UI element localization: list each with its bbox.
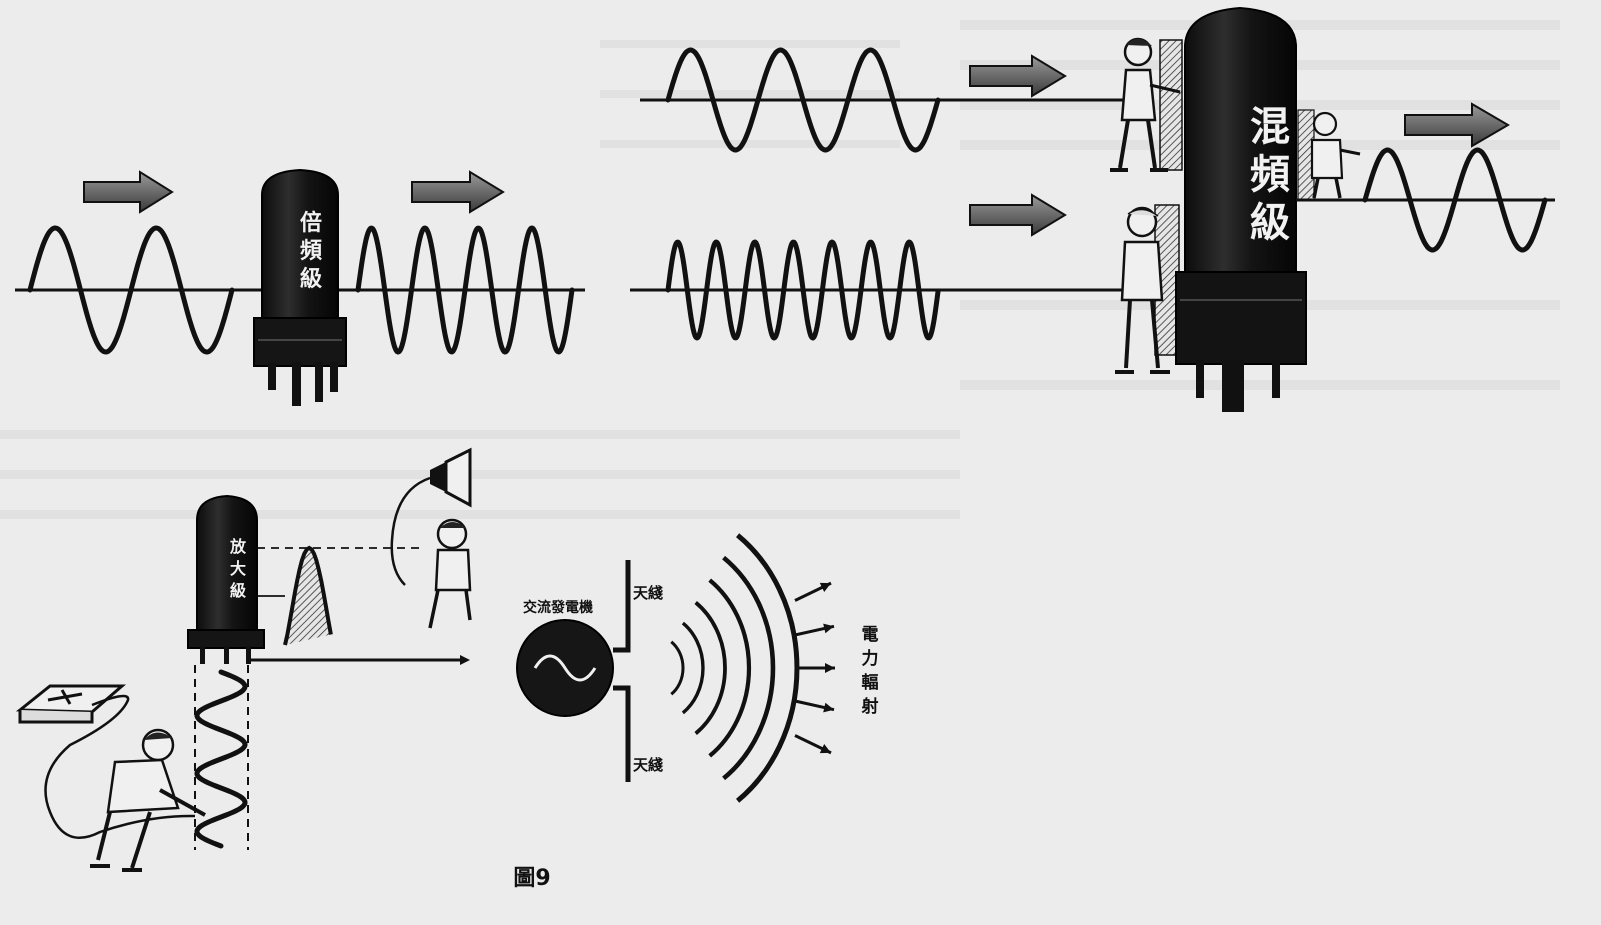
radiation-arrowhead <box>823 623 834 634</box>
transmitter-operator <box>90 728 206 872</box>
mixer-tube-label-2: 頻 <box>1250 151 1290 198</box>
bleed-through-background <box>0 20 1560 519</box>
amplifier-output-wave <box>250 545 470 665</box>
mixer-output-worker <box>1297 109 1361 201</box>
doubler-output-wave <box>355 225 575 355</box>
mixer-lower-input-wave <box>665 239 941 341</box>
ac-generator-label: 交流發電機 <box>523 599 593 616</box>
mixer-tube: 混 頻 級 <box>1175 6 1307 412</box>
radiation-waves <box>670 533 800 803</box>
doubler-tube-label-1: 倍 <box>300 210 322 236</box>
radiation-arc <box>670 640 685 696</box>
mixer-upper-arrow <box>969 54 1067 98</box>
telegraph-key-icon <box>15 684 196 840</box>
radiation-arrowhead <box>823 702 834 713</box>
radiation-arrowhead <box>819 744 831 754</box>
radiation-arrowhead <box>825 663 835 673</box>
antenna <box>613 560 631 782</box>
amplifier-tube-label-1: 放 <box>229 537 247 556</box>
radiation-label-2: 力 <box>862 648 879 669</box>
mixer-tube-label-3: 級 <box>1250 199 1290 246</box>
doubler-panel: 倍 頻 級 <box>15 168 585 406</box>
doubler-input-arrow <box>83 170 174 214</box>
amplifier-tube: 放 大 級 <box>187 494 265 664</box>
mixer-panel: 混 頻 級 <box>630 6 1555 412</box>
amplifier-panel: 放 大 級 <box>15 447 879 872</box>
amplifier-tube-label-2: 大 <box>230 559 246 578</box>
radiation-arrows <box>794 581 835 755</box>
amplifier-worker-child <box>428 518 472 629</box>
radiation-label-4: 射 <box>861 696 879 717</box>
antenna-bottom-label: 天綫 <box>633 756 663 774</box>
mixer-output-arrow <box>1404 102 1510 148</box>
mixer-upper-worker <box>1110 37 1183 172</box>
ac-generator-icon <box>516 619 614 717</box>
amplifier-input-wave <box>194 669 248 849</box>
radiation-label-3: 輻 <box>862 672 879 693</box>
mixer-output-wave <box>1362 147 1548 253</box>
radiation-arc <box>681 621 705 715</box>
mixer-upper-input-wave <box>665 47 941 153</box>
mixer-tube-label-1: 混 <box>1250 103 1290 150</box>
doubler-tube-label-3: 級 <box>300 266 322 292</box>
loudspeaker-icon <box>390 447 472 586</box>
radiation-label-1: 電 <box>862 625 879 645</box>
radiation-arrowhead <box>819 582 831 592</box>
mixer-lower-worker <box>1115 204 1180 374</box>
radiation-arc <box>722 555 776 781</box>
figure-caption: 圖9 <box>513 866 550 891</box>
radiation-arc <box>708 578 752 758</box>
antenna-top-label: 天綫 <box>633 584 663 602</box>
doubler-tube: 倍 頻 級 <box>253 168 347 406</box>
mixer-lower-arrow <box>969 193 1067 237</box>
doubler-output-arrow <box>411 170 505 214</box>
amplifier-tube-label-3: 級 <box>230 581 246 600</box>
radiation-arc <box>694 601 727 735</box>
doubler-tube-label-2: 頻 <box>300 238 322 264</box>
radiation-arc <box>736 533 800 803</box>
doubler-input-wave <box>27 225 235 355</box>
